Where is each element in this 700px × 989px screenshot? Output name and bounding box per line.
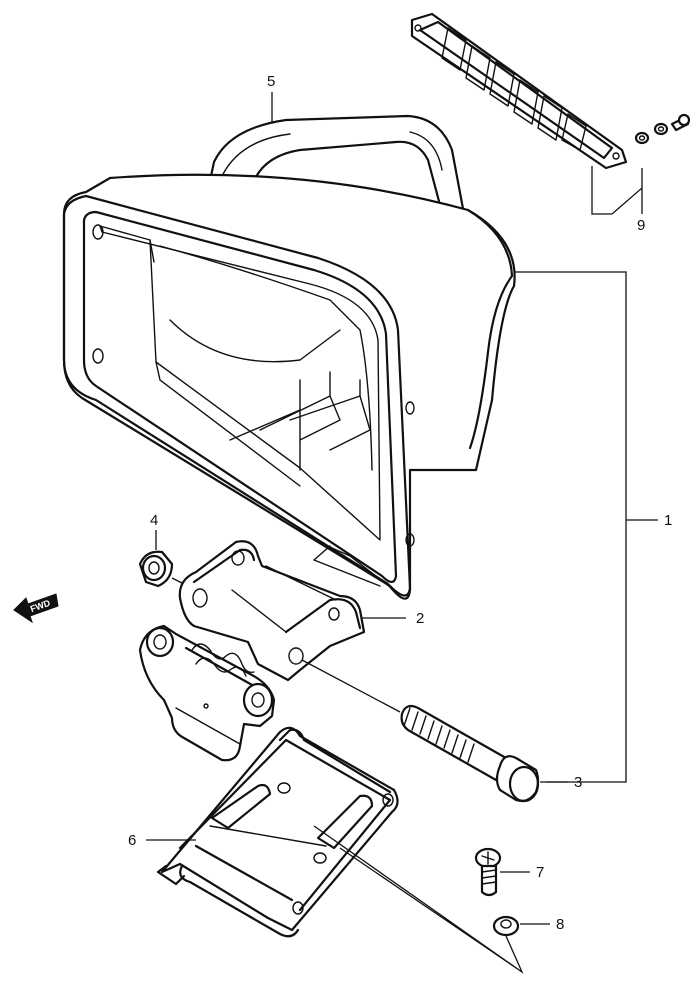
callout-7: 7: [536, 864, 544, 881]
part-5-headlight-housing: [62, 114, 516, 600]
callout-5: 5: [267, 73, 275, 90]
callout-3: 3: [574, 774, 582, 791]
fwd-arrow-icon: FWD: [13, 593, 59, 624]
leader-6-7-8-convergence: [313, 825, 524, 974]
callout-8: 8: [556, 916, 564, 933]
leader-9: [591, 166, 643, 215]
adjuster-spring-assembly: [138, 624, 276, 762]
part-9-grille: [410, 12, 628, 170]
part-4-nut: [138, 550, 174, 588]
callout-2: 2: [416, 610, 424, 627]
part-9-fasteners: [634, 113, 691, 145]
callout-4: 4: [150, 512, 158, 529]
part-7-screw: [474, 847, 502, 897]
callout-6: 6: [128, 832, 136, 849]
part-6-lower-frame: [156, 726, 399, 938]
leader-1: [514, 271, 627, 783]
part-8-washer: [492, 915, 520, 937]
callout-1: 1: [664, 512, 672, 529]
part-3-bolt: [400, 704, 540, 803]
part-2-bracket: [178, 540, 366, 682]
callout-9: 9: [637, 217, 645, 234]
bolt-axis-line: [301, 659, 401, 713]
